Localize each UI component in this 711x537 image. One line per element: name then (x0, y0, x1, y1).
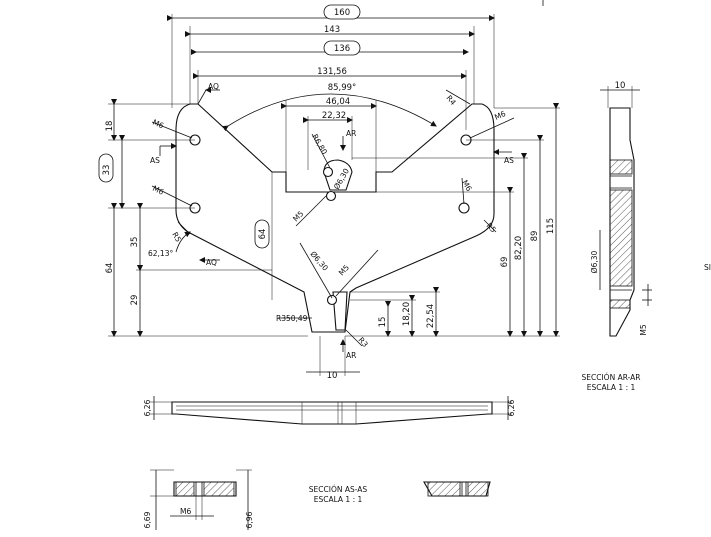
dim-6-26-right: 6,26 (507, 399, 516, 416)
left-dimensions: 18 33 64 35 29 62,13° (98, 99, 308, 337)
marker-as-right: AS (504, 156, 514, 165)
hole-center-lower (325, 190, 337, 202)
dim-62-13-angle: 62,13° (148, 249, 173, 258)
dim-18-left: 18 (105, 121, 115, 132)
dim-r350-49: R350,49 (276, 314, 308, 323)
dim-160: 160 (334, 8, 350, 18)
front-view: 6,26 6,26 (143, 396, 516, 425)
section-ar-scale: ESCALA 1 : 1 (587, 383, 636, 392)
marker-as-left: AS (150, 156, 160, 165)
dim-6-26-left: 6,26 (143, 399, 152, 416)
dim-10-bottom: 10 (327, 371, 338, 381)
dim-85-99-angle: 85,99° (328, 83, 357, 93)
marker-aq-top: AQ (208, 82, 219, 91)
edge-partial-label: SI (704, 263, 711, 272)
dim-r3: R3 (356, 336, 369, 350)
m6-bottom: M6 (180, 507, 191, 516)
dim-18-20: 18,20 (402, 302, 412, 326)
dim-15: 15 (378, 317, 388, 328)
dim-143: 143 (324, 25, 340, 35)
dim-22-32: 22,32 (322, 111, 346, 121)
marker-ar-top: AR (346, 129, 356, 138)
thread-m6-top-right: M6 (493, 109, 507, 122)
dim-6-96: 6,96 (245, 511, 254, 528)
dim-136: 136 (334, 44, 350, 54)
dim-6-69: 6,69 (143, 511, 152, 528)
section-as-title: SECCIÓN AS-AS (309, 485, 368, 494)
dim-64-center: 64 (258, 229, 268, 240)
section-as-scale: ESCALA 1 : 1 (314, 495, 363, 504)
dim-r6-80: R6,80 (310, 133, 329, 157)
section-ar-title: SECCIÓN AR-AR (581, 373, 640, 382)
m5-section: M5 (639, 324, 648, 335)
hole-center-upper (322, 166, 334, 178)
marker-aq-bottom: AQ (206, 258, 217, 267)
dim-6-30-section: Ø6,30 (590, 250, 599, 273)
center-slot (323, 159, 353, 191)
dim-22-54: 22,54 (426, 304, 436, 328)
dim-r5-left: R5 (170, 231, 183, 244)
dim-29: 29 (130, 295, 140, 306)
dim-10-section: 10 (615, 81, 626, 91)
dim-89: 89 (530, 231, 540, 242)
section-ar-view: 10 Ø6,30 M5 SECCIÓN AR-AR ESCALA 1 : 1 S… (542, 0, 711, 392)
plate-outline (175, 103, 495, 333)
dim-33: 33 (102, 165, 112, 176)
dim-115: 115 (546, 218, 556, 234)
dim-131-56: 131,56 (317, 67, 347, 77)
top-dimensions: 160 143 136 131,56 85,99° 46,04 22,32 (167, 4, 495, 172)
dim-69: 69 (500, 257, 510, 268)
thread-m6-mid-left: M6 (151, 184, 165, 197)
dim-64-left: 64 (105, 263, 115, 274)
dim-46-04: 46,04 (326, 97, 350, 107)
section-markers: AQ AQ AS AS AR AR (150, 82, 514, 360)
dim-82-20: 82,20 (514, 236, 524, 260)
thread-m6-top-left: M6 (151, 118, 165, 131)
hole-bottom (326, 294, 338, 306)
right-dimensions: 115 89 82,20 69 22,54 18,20 15 (345, 103, 560, 337)
hole-mid-right (458, 202, 470, 214)
marker-ar-bottom: AR (346, 351, 356, 360)
section-as-view: 6,69 M6 6,96 SECCIÓN AS-AS ESCALA 1 : 1 (143, 469, 491, 530)
dim-35: 35 (130, 237, 140, 248)
